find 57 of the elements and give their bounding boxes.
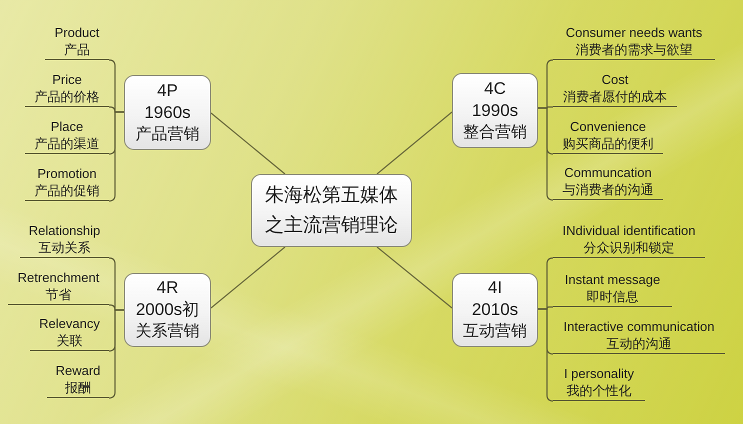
subtopic-translation: 互动的沟通 [606,335,672,352]
subtopic-label: Reward [54,362,102,379]
subtopic-label: Cost [600,71,630,88]
topic-title: 产品营销 [134,124,200,144]
subtopic-translation: 与消费者的沟通 [562,181,654,198]
connector-line [376,112,452,174]
topic-box [452,273,538,347]
topic-code: 4C [483,78,507,100]
subtopic-translation: 消费者的需求与欲望 [574,41,694,58]
subtopic-translation: 节省 [44,286,72,303]
connector-line [210,112,286,174]
subtopic-label: I personality [562,365,636,382]
subtopic-label: Relationship [28,222,102,239]
decade-label: 2000s初 [134,299,200,321]
subtopic-label: INdividual identification [562,222,696,239]
topic-title: 互动营销 [462,322,528,342]
subtopic-translation: 即时信息 [586,288,640,305]
topic-box [124,273,211,347]
branch-line [108,111,124,202]
connector-line [210,246,286,308]
decade-label: 2010s [470,299,520,321]
subtopic-label: Communcation [563,164,653,181]
subtopic-translation: 产品的渠道 [34,135,100,152]
subtopic-label: Place [50,118,84,135]
topic-code: 4P [156,80,179,102]
subtopic-label: Promotion [36,165,98,182]
subtopic-translation: 我的个性化 [566,382,632,399]
subtopic-translation: 报酬 [64,379,92,396]
decade-label: 1960s [143,102,192,124]
topic-title: 整合营销 [462,122,528,142]
topic-title: 关系营销 [134,322,200,342]
central-topic: 朱海松第五媒体之主流营销理论 [251,174,412,247]
subtopic-label: Price [51,71,83,88]
subtopic-translation: 分众识别和锁定 [582,239,676,256]
subtopic-translation: 购买商品的便利 [562,135,654,152]
topic-code: 4I [486,277,504,299]
subtopic-translation: 产品 [63,41,91,58]
branch-line [538,308,554,402]
subtopic-label: Product [54,24,100,41]
topic-box [452,73,538,148]
subtopic-label: Relevancy [38,315,101,332]
subtopic-label: Instant message [564,271,662,288]
topic-box [124,75,211,150]
topic-code: 4R [156,277,180,299]
connector-line [376,246,452,308]
decade-label: 1990s [470,100,520,122]
subtopic-label: Convenience [569,118,647,135]
subtopic-label: Interactive communication [562,318,716,335]
subtopic-translation: 互动关系 [38,239,92,256]
subtopic-translation: 产品的促销 [34,182,100,199]
subtopic-translation: 关联 [56,332,84,349]
subtopic-label: Retrenchment [16,269,100,286]
subtopic-translation: 产品的价格 [34,88,100,105]
subtopic-translation: 消费者愿付的成本 [562,88,668,105]
branch-line [108,309,124,399]
subtopic-label: Consumer needs wants [564,24,704,41]
branch-line [538,107,554,201]
